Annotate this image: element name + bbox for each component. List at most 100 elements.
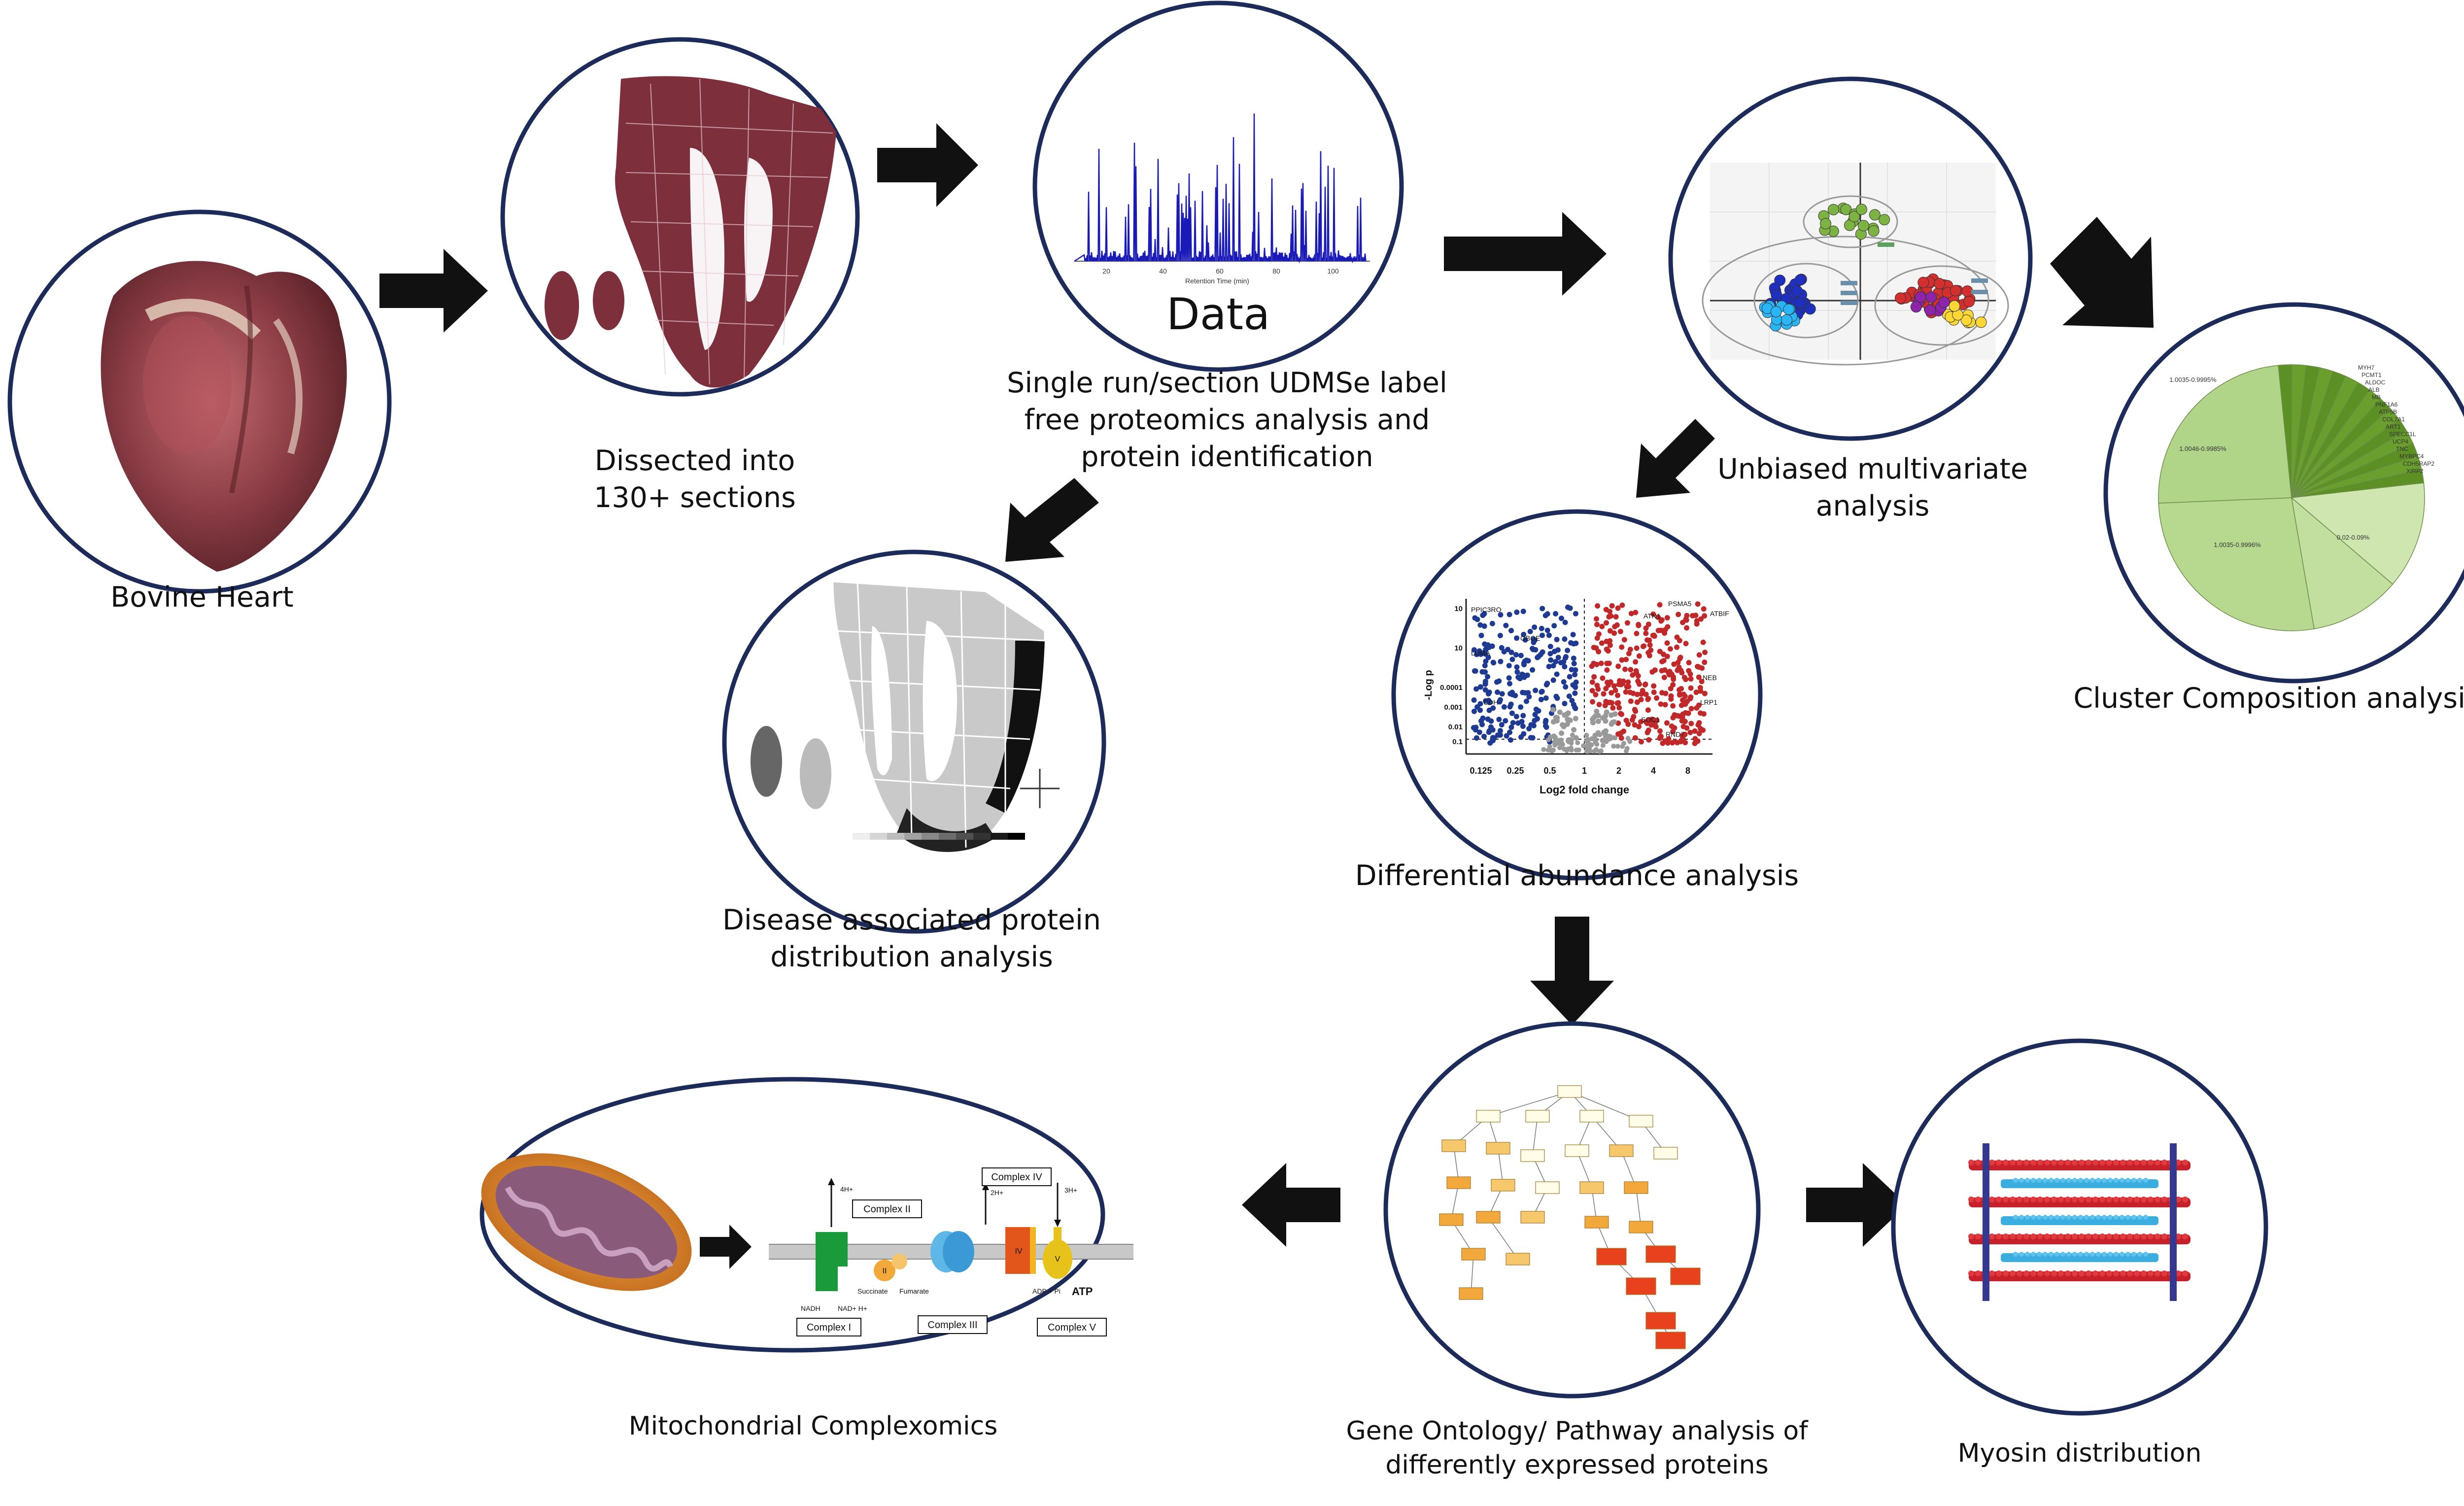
volcano-point (1539, 625, 1544, 631)
complex-iv-rom: IV (1015, 1247, 1022, 1256)
volcano-point (1522, 690, 1528, 696)
volcano-point (1645, 707, 1651, 713)
volcano-point (1562, 619, 1568, 625)
myosin-head (2025, 1252, 2030, 1257)
caption-differential: Differential abundance analysis (1355, 859, 1799, 892)
myosin-head (2120, 1178, 2124, 1183)
volcano-point (1553, 611, 1559, 616)
myosin-head (2090, 1178, 2095, 1183)
go-node (1486, 1142, 1510, 1155)
actin-bead (2127, 1160, 2133, 1165)
volcano-point (1696, 731, 1702, 737)
volcano-point (1539, 688, 1545, 694)
go-pathway-graph (1439, 1085, 1701, 1349)
pca-point (1925, 291, 1937, 303)
myosin-head (2054, 1178, 2059, 1183)
mito-arrow (700, 1225, 752, 1269)
volcano-point (1567, 605, 1573, 611)
volcano-point (1623, 689, 1629, 695)
caption-gene-ontology: Gene Ontology/ Pathway analysis of diffe… (1331, 1414, 1823, 1482)
volcano-point (1528, 735, 1534, 741)
pca-point (1949, 300, 1960, 312)
volcano-point (1596, 649, 1602, 654)
myosin-head (2037, 1215, 2042, 1220)
volcano-point (1517, 676, 1523, 682)
actin-bead (2141, 1160, 2147, 1165)
actin-bead (2120, 1233, 2126, 1239)
pca-point (1924, 305, 1936, 316)
volcano-point (1589, 687, 1595, 693)
actin-bead (1996, 1233, 2002, 1239)
arrow-data-to-multivariate (1444, 212, 1607, 296)
volcano-point (1626, 650, 1632, 656)
volcano-point (1649, 669, 1655, 675)
volcano-point (1563, 684, 1569, 690)
volcano-point (1592, 732, 1598, 738)
pca-point (1794, 274, 1806, 286)
volcano-point (1572, 705, 1578, 711)
caption-line: analysis (1815, 490, 1930, 523)
chromatogram-tick: 80 (1272, 267, 1280, 275)
volcano-point (1550, 677, 1556, 683)
volcano-point (1615, 663, 1621, 669)
gene-ontology-node (1383, 1021, 1761, 1399)
volcano-xlabel: Log2 fold change (1540, 784, 1629, 796)
volcano-point (1496, 678, 1502, 684)
volcano-point (1612, 687, 1618, 693)
pie-gene-label: PNF1A6 (2375, 401, 2398, 408)
myosin-head (2131, 1215, 2136, 1220)
chromatogram-tick: 100 (1327, 267, 1339, 275)
actin-bead (2141, 1233, 2147, 1239)
volcano-point (1634, 670, 1640, 676)
volcano-point (1627, 647, 1633, 652)
actin-bead (2113, 1160, 2119, 1165)
pca-point (1894, 292, 1906, 304)
go-node (1645, 1245, 1676, 1263)
pca-point (1917, 276, 1929, 288)
volcano-point (1482, 651, 1488, 657)
volcano-point (1633, 610, 1639, 616)
volcano-point (1634, 645, 1640, 651)
pie-gene-label: PCMT1 (2361, 372, 2382, 378)
volcano-point (1518, 704, 1524, 710)
fumarate-label: Fumarate (899, 1287, 929, 1295)
pie-gene-label: MYBPC4 (2399, 453, 2424, 460)
actin-bead (2017, 1197, 2022, 1202)
actin-bead (2134, 1233, 2140, 1239)
actin-bead (2120, 1197, 2126, 1202)
volcano-point (1503, 622, 1509, 628)
volcano-point (1550, 719, 1556, 725)
arrow-heart-to-dissected (379, 249, 488, 333)
volcano-point (1686, 668, 1692, 674)
volcano-point (1560, 722, 1566, 728)
actin-bead (2010, 1160, 2016, 1165)
caption-line: Disease associated protein (722, 904, 1101, 936)
caption-multivariate: Unbiased multivariate analysis (1700, 451, 2045, 525)
volcano-point (1497, 633, 1503, 639)
volcano-point (1659, 617, 1665, 623)
volcano-point (1608, 613, 1614, 619)
grayscale-legend-bar (853, 833, 1025, 840)
volcano-point (1634, 699, 1640, 705)
pie-gene-label: TNC (2396, 445, 2408, 452)
volcano-point (1499, 691, 1505, 697)
volcano-point (1532, 624, 1538, 630)
volcano-point (1474, 651, 1480, 657)
myosin-head (2084, 1252, 2089, 1257)
myosin-head (2049, 1178, 2053, 1183)
volcano-y-tick: 0.01 (1448, 723, 1463, 731)
volcano-point (1557, 709, 1563, 715)
volcano-point (1634, 691, 1640, 697)
actin-bead (1968, 1270, 1974, 1276)
actin-bead (2065, 1270, 2071, 1276)
volcano-point (1570, 632, 1576, 638)
myosin-node (1891, 1038, 2268, 1416)
volcano-point (1631, 714, 1637, 719)
go-edge (1471, 1254, 1474, 1294)
volcano-point (1644, 729, 1650, 735)
volcano-point (1562, 701, 1568, 707)
volcano-point (1544, 627, 1550, 633)
volcano-point (1627, 689, 1633, 695)
proton-label-4h: 4H+ (840, 1185, 853, 1193)
volcano-gene: NEB (1703, 674, 1717, 682)
